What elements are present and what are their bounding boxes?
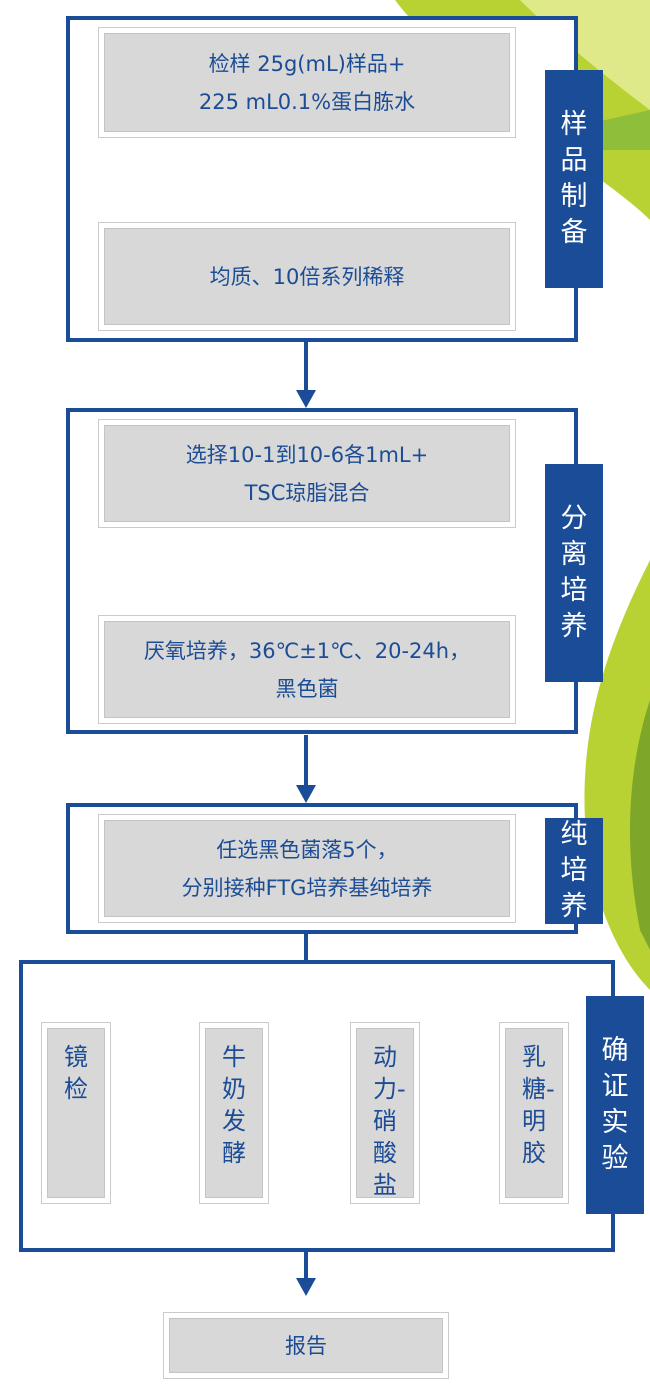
step-text-line: TSC琼脂混合 — [244, 480, 370, 505]
step-select-dilutions: 选择10-1到10-6各1mL+ TSC琼脂混合 — [99, 420, 515, 527]
step-pick-colonies: 任选黑色菌落5个， 分别接种FTG培养基纯培养 — [99, 815, 515, 922]
test-motility-nitrate: 动力-硝酸盐 — [351, 1023, 419, 1203]
section-label-isolation: 分离培养 — [545, 464, 603, 682]
section-label-sample-prep: 样品制备 — [545, 70, 603, 288]
leaf-right-dark — [629, 700, 650, 950]
section-label-confirmation: 确证实验 — [586, 996, 644, 1214]
step-text-line: 任选黑色菌落5个， — [216, 837, 398, 862]
step-text-line: 225 mL0.1%蛋白胨水 — [198, 89, 416, 114]
test-microscopy: 镜检 — [42, 1023, 110, 1203]
step-text-line: 选择10-1到10-6各1mL+ — [185, 442, 429, 467]
section-label-purification: 纯培养 — [545, 818, 603, 924]
step-homogenize-dilute: 均质、10倍系列稀释 — [99, 223, 515, 330]
step-anaerobic-culture: 厌氧培养，36℃±1℃、20-24h， 黑色菌 — [99, 616, 515, 723]
step-sample-weigh: 检样 25g(mL)样品+ 225 mL0.1%蛋白胨水 — [99, 28, 515, 137]
step-text-line: 厌氧培养，36℃±1℃、20-24h， — [143, 638, 471, 663]
step-text-line: 检样 25g(mL)样品+ — [208, 51, 406, 76]
step-text-line: 分别接种FTG培养基纯培养 — [181, 875, 433, 900]
report-box: 报告 — [164, 1313, 448, 1378]
arrowhead — [296, 390, 316, 408]
arrowhead — [296, 1278, 316, 1296]
test-lactose-gelatin: 乳糖-明胶 — [500, 1023, 568, 1203]
arrowhead — [296, 785, 316, 803]
step-text-line: 均质、10倍系列稀释 — [209, 264, 405, 289]
test-milk-fermentation: 牛奶发酵 — [200, 1023, 268, 1203]
step-text-line: 黑色菌 — [275, 676, 339, 701]
